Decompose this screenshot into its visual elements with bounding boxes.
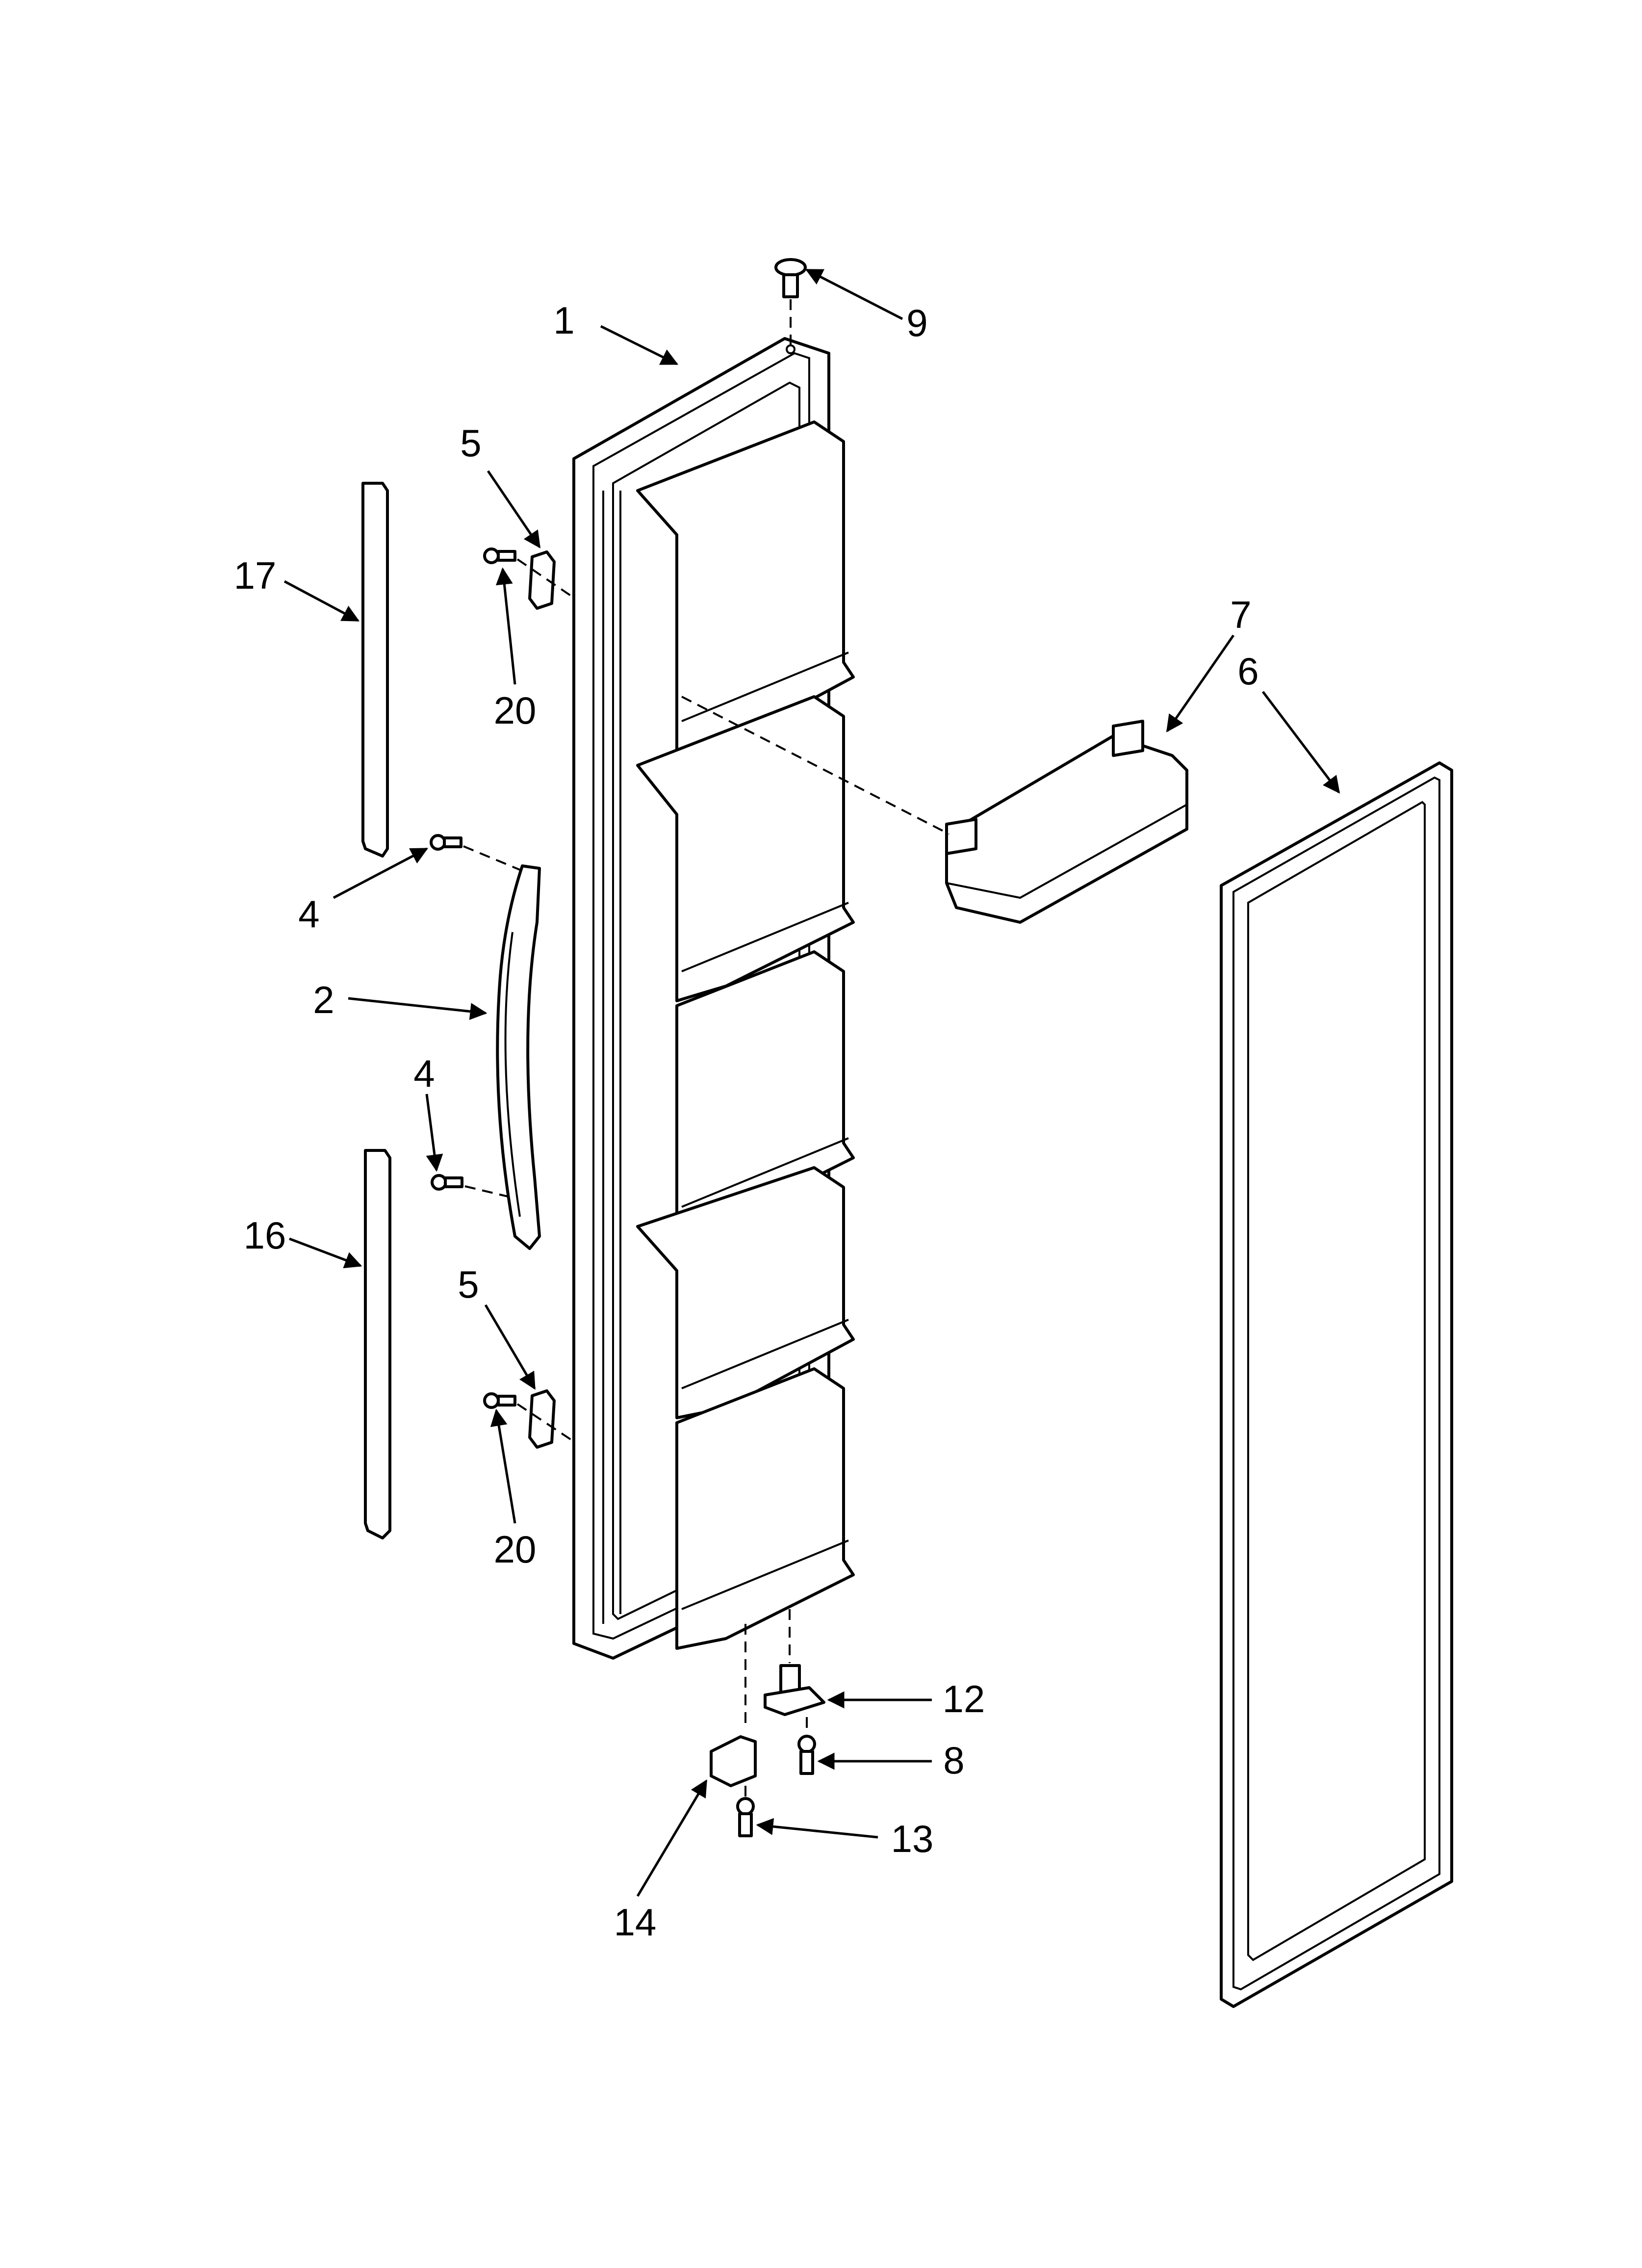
callout-13: 13 — [891, 1817, 934, 1860]
callout-2: 2 — [313, 978, 334, 1021]
screw-upper — [483, 547, 572, 597]
callout-17: 17 — [234, 554, 277, 597]
lower-hinge — [764, 1609, 825, 1739]
callout-5: 5 — [460, 421, 481, 465]
callout-4: 4 — [413, 1052, 435, 1095]
bracket-upper — [528, 550, 556, 610]
bracket-lower — [528, 1389, 556, 1449]
callout-6: 6 — [1237, 650, 1258, 693]
callout-20: 20 — [494, 1528, 537, 1571]
bottom-bracket — [710, 1624, 757, 1800]
callout-20: 20 — [494, 689, 537, 732]
callout-7: 7 — [1230, 593, 1251, 636]
trim-strip-upper — [361, 482, 389, 858]
screw-lower — [483, 1392, 572, 1441]
hinge-screw — [797, 1735, 816, 1775]
handle-screw-lower — [431, 1174, 511, 1198]
callout-1: 1 — [553, 299, 574, 342]
door-gasket — [1220, 761, 1453, 2008]
door-liner — [572, 337, 855, 1660]
door-handle — [496, 864, 541, 1250]
callout-8: 8 — [943, 1739, 964, 1782]
liner-side-ribs — [602, 491, 621, 1624]
handle-screw-upper — [430, 834, 523, 872]
callout-4: 4 — [298, 892, 319, 936]
callout-14: 14 — [614, 1901, 657, 1944]
callouts: 1 9 5 17 20 7 6 4 2 4 16 5 20 12 8 13 14 — [234, 299, 1259, 1944]
callout-5: 5 — [458, 1263, 479, 1306]
callout-16: 16 — [244, 1214, 286, 1257]
trim-strip-lower — [364, 1149, 391, 1539]
hinge-pin-top — [774, 258, 807, 354]
callout-12: 12 — [943, 1677, 985, 1721]
leader-lines — [283, 268, 1340, 1897]
bracket-screw — [736, 1797, 755, 1837]
callout-9: 9 — [906, 301, 927, 344]
door-shelf-bin — [681, 696, 1188, 924]
door-bins — [636, 420, 855, 1650]
